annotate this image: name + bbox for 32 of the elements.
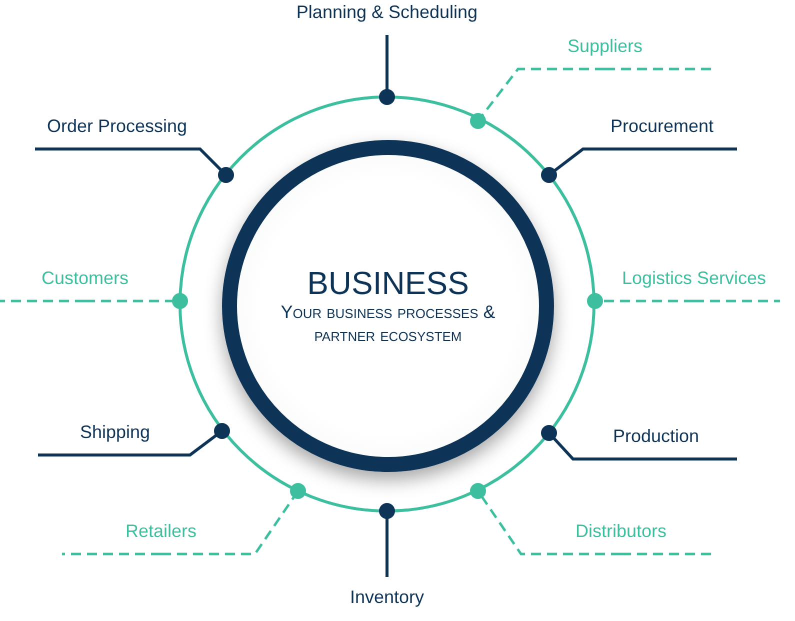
ring-dot [379, 89, 395, 105]
leader-line [386, 517, 388, 577]
leader-label: Retailers [125, 521, 197, 542]
leader-label: Production [612, 426, 700, 447]
leader-label: Inventory [350, 587, 424, 608]
ring-dot [541, 167, 557, 183]
leader-label: Logistics Services [622, 268, 766, 289]
ring-dot [379, 503, 395, 519]
ring-dot [218, 167, 234, 183]
ring-dot [541, 425, 557, 441]
leader-line [60, 494, 296, 556]
center-subtitle: Your business processes & partner ecosystem [280, 301, 496, 346]
leader-line [36, 433, 219, 456]
leader-line [386, 35, 388, 91]
ring-dot [214, 423, 230, 439]
ring-dot [470, 483, 486, 499]
leader-label: Planning & Scheduling [296, 2, 478, 23]
leader-line [480, 68, 714, 118]
ring-dot [470, 113, 486, 129]
leader-label: Customers [41, 268, 129, 289]
center-title: BUSINESS [307, 266, 469, 302]
leader-label: Shipping [80, 422, 150, 443]
leader-label: Order Processing [46, 116, 188, 137]
leader-label: Procurement [610, 116, 714, 137]
ring-dot [172, 293, 188, 309]
leader-line [552, 436, 738, 460]
ring-dot [290, 483, 306, 499]
leader-line [34, 148, 224, 172]
ring-dot [587, 293, 603, 309]
leader-label: Distributors [575, 521, 667, 542]
leader-line [552, 148, 738, 173]
leader-label: Suppliers [567, 36, 643, 57]
